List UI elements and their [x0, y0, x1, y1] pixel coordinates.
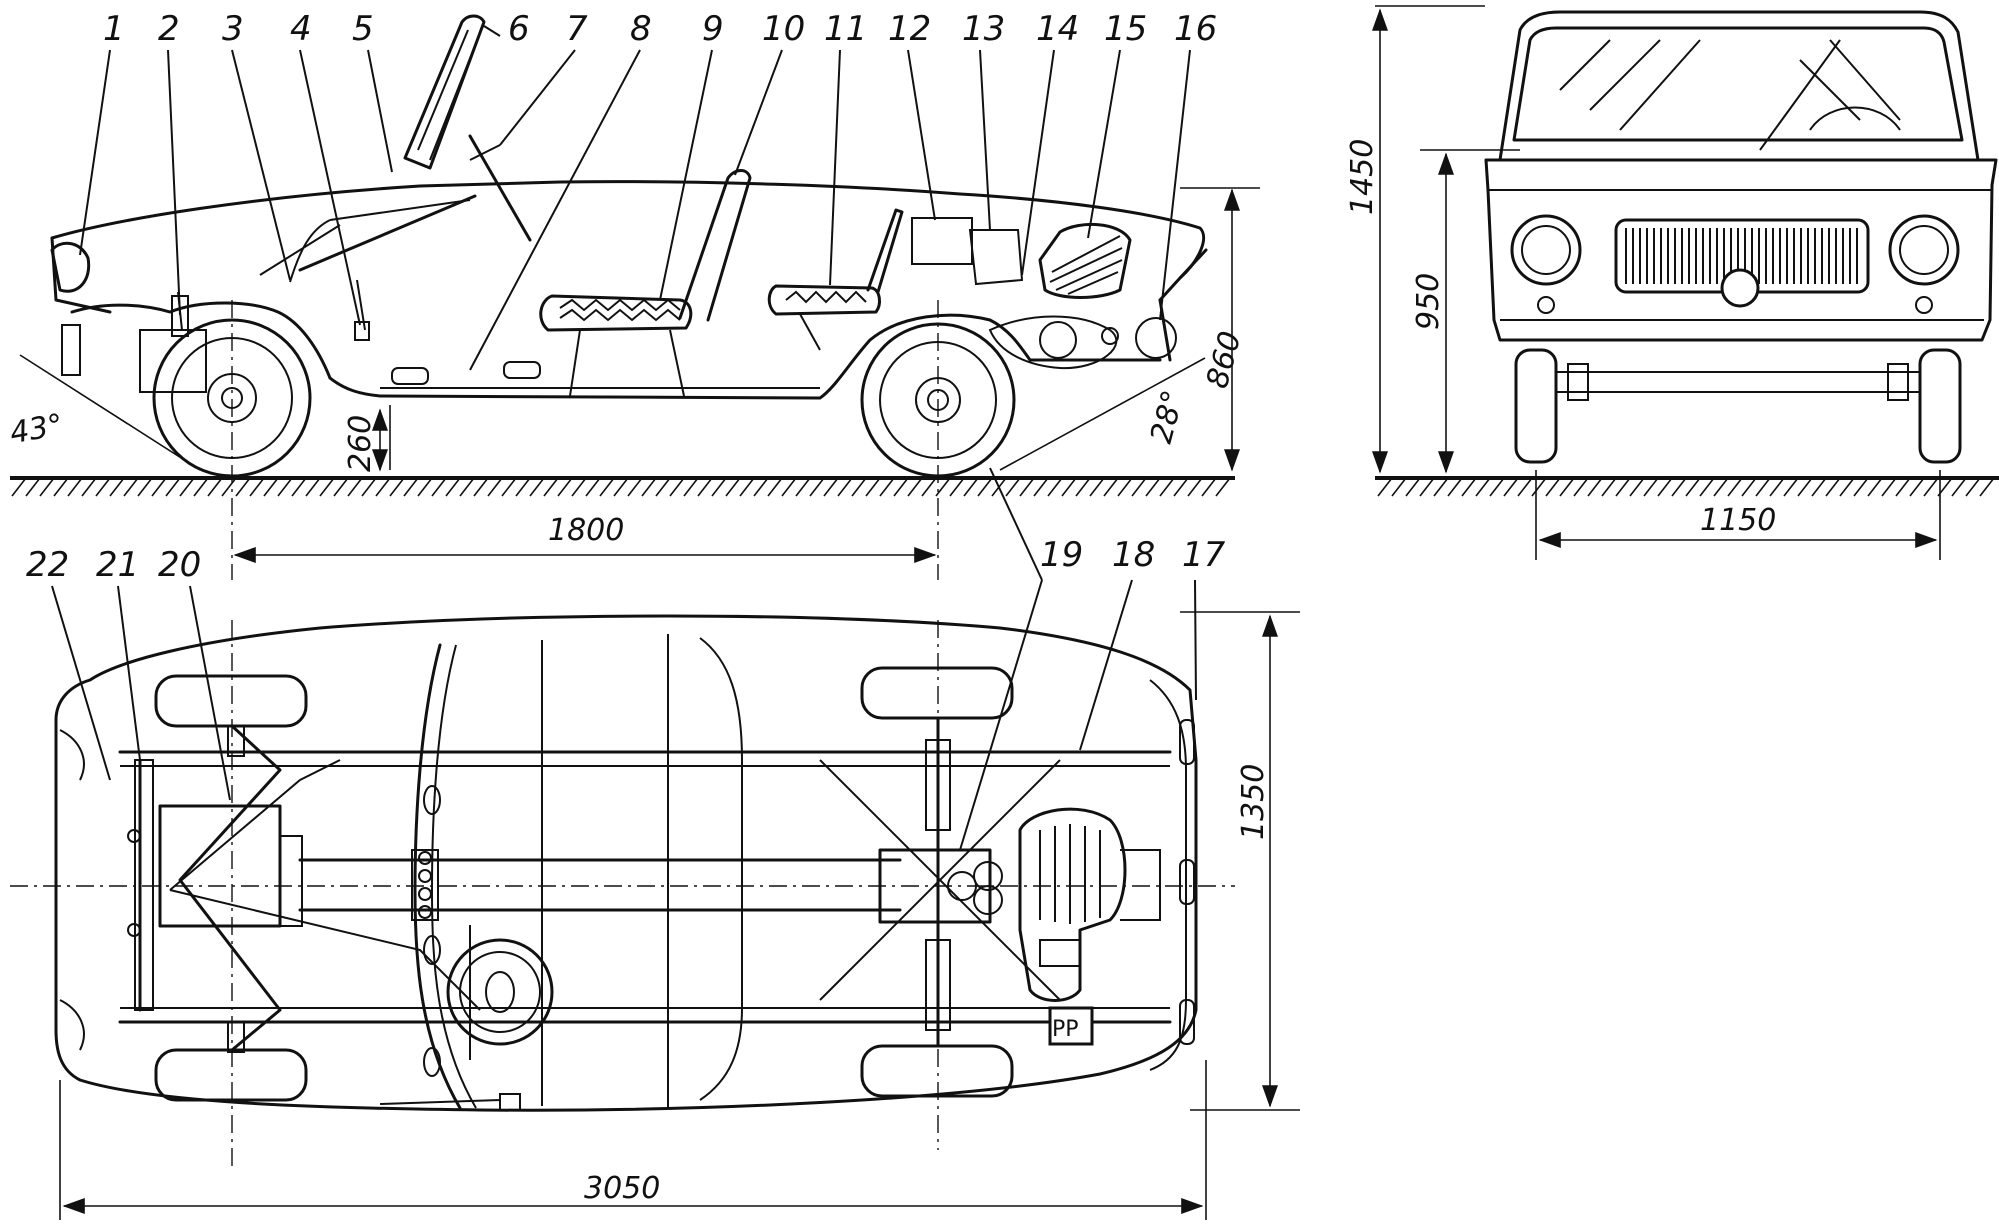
callout-6: 6 [508, 9, 530, 49]
width-label: 1350 [1236, 764, 1271, 840]
length-label: 3050 [584, 1171, 660, 1206]
callout-numbers: 1 2 3 4 5 6 7 8 9 10 11 12 13 14 15 16 1… [26, 9, 1226, 585]
headlamp [61, 324, 81, 376]
callout-21: 21 [96, 545, 139, 585]
front-tyre-top [154, 674, 308, 728]
callout-4: 4 [290, 9, 312, 49]
ground-clearance-label: 260 [343, 415, 378, 472]
pedal-block [411, 849, 439, 921]
muffler [1135, 317, 1177, 359]
front-windshield [1512, 26, 1964, 142]
front-right-wheel [1918, 348, 1962, 464]
ground-hatching [11, 477, 1231, 497]
callout-19: 19 [1040, 535, 1083, 575]
callout-12: 12 [888, 9, 931, 49]
callout-16: 16 [1174, 9, 1217, 49]
callout-leaders-side [79, 25, 1191, 371]
rear-height-label: 860 [1200, 328, 1249, 392]
steering-wheel [468, 134, 532, 242]
windshield [403, 14, 486, 170]
front-emblem [1720, 268, 1760, 308]
front-subframe [158, 804, 282, 928]
callout-9: 9 [702, 9, 724, 49]
carburettor [968, 229, 1024, 286]
callout-1: 1 [103, 9, 125, 49]
callout-13: 13 [962, 9, 1005, 49]
plan-view: PP 1350 3050 [10, 467, 1300, 1220]
rear-seat-back [866, 208, 904, 294]
front-seat-cushion [539, 294, 693, 332]
front-roof [1498, 10, 1980, 162]
left-headlight [1510, 214, 1582, 286]
right-sidelight [1915, 296, 1933, 314]
callout-7: 7 [566, 9, 588, 49]
rear-tyre-top [860, 666, 1014, 720]
side-view: 1800 43° 28° 260 860 [7, 14, 1260, 580]
front-axle [1555, 371, 1921, 393]
body-outline [50, 180, 1206, 302]
callout-18: 18 [1112, 535, 1155, 575]
front-tyre-bottom [154, 1048, 308, 1102]
relay-label: PP [1052, 1017, 1079, 1042]
front-body [1484, 158, 1998, 342]
height-label: 1450 [1345, 139, 1380, 215]
fuel-tank [911, 217, 973, 265]
callout-8: 8 [630, 9, 652, 49]
rear-lamp-bottom [1179, 999, 1195, 1045]
callout-5: 5 [352, 9, 374, 49]
wheelbase-label: 1800 [548, 513, 624, 548]
callout-2: 2 [158, 9, 180, 49]
front-wheel-arch [70, 301, 332, 380]
engine-cylinder [1038, 222, 1132, 299]
right-headlight [1888, 214, 1960, 286]
plan-body-outline [54, 614, 1198, 1112]
callout-3: 3 [222, 9, 244, 49]
callout-15: 15 [1104, 9, 1147, 49]
chain-drive [988, 315, 1118, 370]
front-bulkhead [413, 643, 462, 1110]
approach-angle-label: 43° [7, 407, 65, 451]
callout-20: 20 [158, 545, 201, 585]
front-axle-beam [134, 759, 154, 1011]
callout-leaders-plan [51, 467, 1197, 851]
front-seat-back [678, 169, 752, 322]
departure-angle-label: 28° [1144, 387, 1192, 447]
front-left-wheel [1514, 348, 1558, 464]
front-lamp [50, 241, 91, 293]
track-label: 1150 [1700, 503, 1776, 538]
left-sidelight [1537, 296, 1555, 314]
relay-box [1048, 1006, 1094, 1046]
rear-lamp-mid [1179, 859, 1195, 905]
callout-22: 22 [26, 545, 69, 585]
rear-lamp-top [1179, 719, 1195, 765]
callout-11: 11 [824, 9, 867, 49]
rear-seat-cushion [767, 284, 881, 316]
belt-height-label: 950 [1411, 273, 1446, 330]
ground-hatching-front [1377, 477, 1995, 497]
plan-engine [1018, 807, 1127, 1002]
callout-10: 10 [762, 9, 805, 49]
front-view: 1450 950 1150 [1345, 5, 1999, 560]
floor-frame [328, 313, 1162, 400]
plan-steering-wheel [446, 938, 554, 1046]
callout-14: 14 [1036, 9, 1079, 49]
callout-17: 17 [1182, 535, 1226, 575]
